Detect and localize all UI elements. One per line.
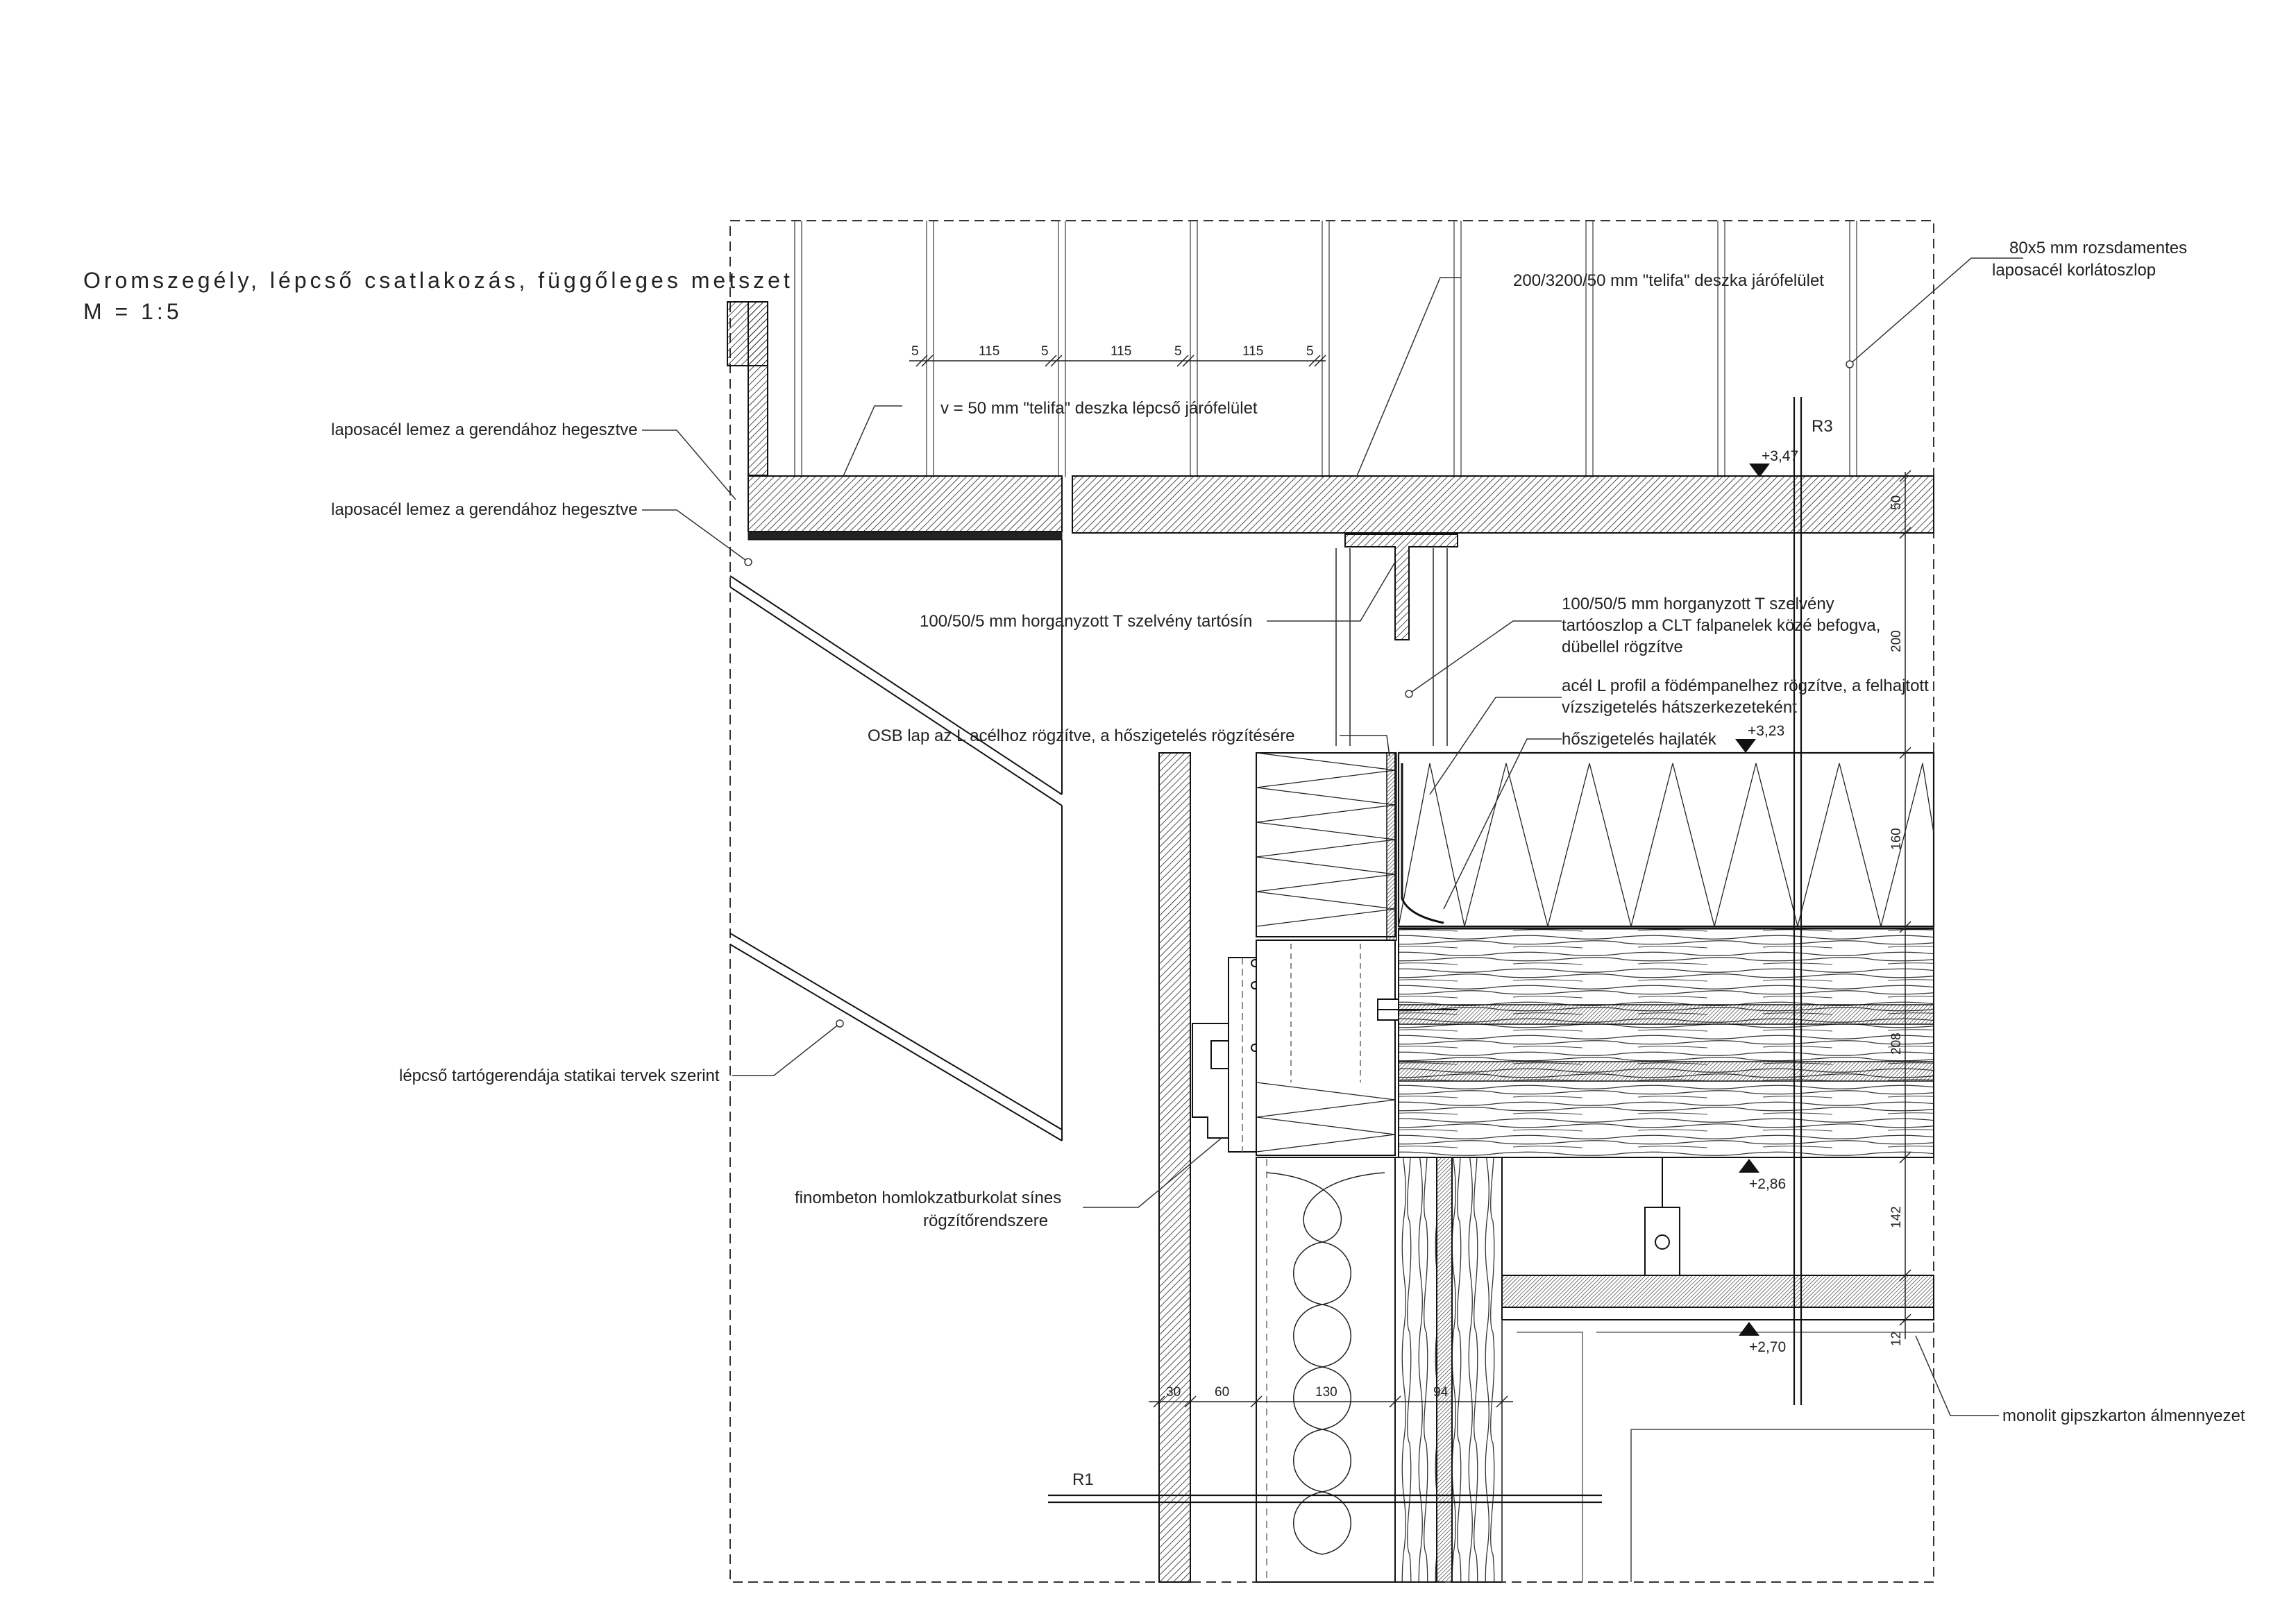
label-insulation-slope: hőszigetelés hajlaték <box>1562 730 1717 749</box>
stair-stringer <box>729 540 1063 1141</box>
dim-top-3: 5 <box>1041 344 1049 359</box>
dim-top-2: 115 <box>979 344 999 359</box>
wall-insulation-lower <box>1256 1157 1396 1583</box>
dim-bottom-3: 130 <box>1315 1385 1337 1400</box>
stair-top-step <box>727 301 1063 541</box>
facade-cladding <box>1158 752 1191 1583</box>
dim-bottom-2: 60 <box>1215 1385 1229 1400</box>
dimension-chain-right <box>1899 470 1911 1339</box>
leader-lines <box>642 257 2023 1416</box>
svg-text:+3,23: +3,23 <box>1748 723 1784 739</box>
clt-wall-panels <box>1394 1157 1503 1583</box>
level-marker-270: +2,70 <box>1739 1322 1786 1355</box>
dim-right-4: 208 <box>1889 1033 1904 1055</box>
label-deck-surface: 200/3200/50 mm "telifa" deszka járófelül… <box>1513 271 1824 290</box>
deck-board <box>1072 475 1934 534</box>
roof-insulation <box>1397 751 1935 928</box>
insulation-upper-left <box>1256 752 1396 937</box>
title-scale: M = 1:5 <box>83 299 183 324</box>
label-stair-beam: lépcső tartógerendája statikai tervek sz… <box>399 1067 720 1085</box>
railing-posts <box>794 221 1857 477</box>
label-t-post-2: tartóoszlop a CLT falpanelek közé befogv… <box>1562 616 1880 635</box>
dimension-chain-top <box>909 355 1326 367</box>
dim-right-3: 160 <box>1889 828 1904 850</box>
level-marker-347: +3,47 <box>1749 448 1798 477</box>
label-steel-plate-2: laposacél lemez a gerendához hegesztve <box>331 500 638 519</box>
drawing-title: Oromszegély, lépcső csatlakozás, függőle… <box>83 268 793 324</box>
label-facade-1: finombeton homlokzatburkolat sínes <box>795 1189 1061 1207</box>
dim-top-1: 5 <box>911 344 919 359</box>
title-line-1: Oromszegély, lépcső csatlakozás, függőle… <box>83 268 793 293</box>
dim-top-4: 115 <box>1111 344 1131 359</box>
osb-board <box>1386 752 1397 941</box>
label-l-profile-1: acél L profil a födémpanelhez rögzítve, … <box>1562 677 1929 695</box>
axis-r3: R3 <box>1793 397 1833 1405</box>
svg-text:+3,47: +3,47 <box>1762 448 1798 464</box>
axis-r1-label: R1 <box>1072 1470 1094 1489</box>
leader-dots <box>744 360 1854 1028</box>
dim-top-6: 115 <box>1242 344 1263 359</box>
label-l-profile-2: vízszigetelés hátszerkezeteként <box>1562 698 1797 717</box>
label-osb: OSB lap az L acélhoz rögzítve, a hőszige… <box>868 726 1294 745</box>
svg-text:+2,70: +2,70 <box>1749 1339 1786 1355</box>
dim-bottom-4: 94 <box>1433 1385 1449 1400</box>
dim-right-2: 200 <box>1889 630 1904 652</box>
dim-bottom-1: 30 <box>1166 1385 1181 1400</box>
label-steel-plate-1: laposacél lemez a gerendához hegesztve <box>331 420 638 439</box>
level-marker-323: +3,23 <box>1735 723 1784 753</box>
facade-rail-system <box>1192 957 1259 1153</box>
clt-floor-slab <box>1398 927 1934 1158</box>
dim-top-7: 5 <box>1306 344 1314 359</box>
dim-right-5: 142 <box>1889 1206 1904 1228</box>
suspended-ceiling <box>1501 1157 1934 1582</box>
svg-text:+2,86: +2,86 <box>1749 1176 1786 1192</box>
t-profile-rail <box>1335 534 1458 746</box>
dim-top-5: 5 <box>1174 344 1182 359</box>
label-stair-surface: v = 50 mm "telifa" deszka lépcső járófel… <box>940 399 1258 418</box>
label-t-rail: 100/50/5 mm horganyzott T szelvény tartó… <box>920 612 1252 631</box>
dim-right-6: 12 <box>1889 1332 1904 1346</box>
label-facade-2: rögzítőrendszere <box>923 1212 1048 1230</box>
label-railing-post-1: 80x5 mm rozsdamentes <box>2009 239 2187 257</box>
level-marker-286: +2,86 <box>1739 1159 1786 1192</box>
label-railing-post-2: laposacél korlátoszlop <box>1992 261 2156 280</box>
axis-r1: R1 <box>1048 1470 1602 1504</box>
label-t-post-3: dübellel rögzítve <box>1562 638 1683 656</box>
wall-head-block <box>1256 940 1458 1156</box>
label-ceiling: monolit gipszkarton álmennyezet <box>2002 1407 2245 1425</box>
dimension-chain-bottom <box>1149 1395 1513 1408</box>
axis-r3-label: R3 <box>1812 417 1833 436</box>
label-t-post-1: 100/50/5 mm horganyzott T szelvény <box>1562 595 1834 613</box>
dim-right-1: 50 <box>1889 495 1904 510</box>
